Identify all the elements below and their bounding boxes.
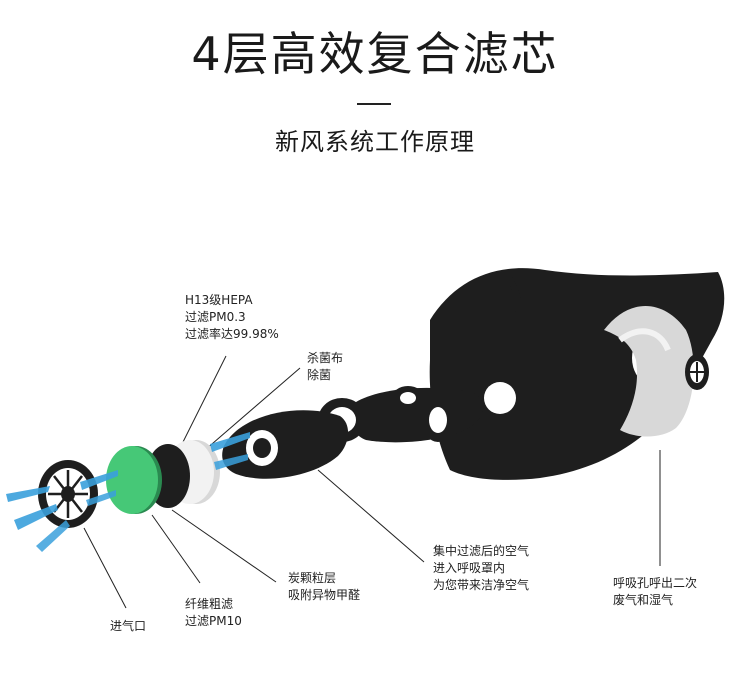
inlet-fan [38, 460, 98, 528]
leader-hepa [179, 355, 227, 449]
leader-carbon [171, 509, 277, 583]
label-antibacterial: 杀菌布 除菌 [307, 351, 344, 382]
airflow-arrows [6, 432, 250, 552]
filter-layers [106, 440, 220, 514]
leader-fiber [151, 514, 201, 584]
page-title: 4层高效复合滤芯 [191, 27, 559, 81]
leader-lines [83, 355, 661, 609]
label-inlet: 进气口 [110, 619, 147, 633]
title-divider [357, 103, 391, 105]
label-carbon: 炭颗粒层 吸附异物甲醛 [288, 571, 361, 602]
label-fiber: 纤维粗滤 过滤PM10 [185, 597, 242, 628]
page-subtitle: 新风系统工作原理 [275, 128, 475, 156]
exhale-valve [604, 305, 709, 437]
label-exhale: 呼吸孔呼出二次 废气和湿气 [613, 576, 698, 607]
filter-housing [222, 410, 349, 479]
leader-antibacterial [204, 367, 301, 451]
leader-concentrate [317, 469, 425, 563]
label-concentrate: 集中过滤后的空气 进入呼吸罩内 为您带来洁净空气 [433, 544, 530, 592]
label-hepa: H13级HEPA 过滤PM0.3 过滤率达99.98% [185, 293, 279, 341]
leader-inlet [83, 527, 127, 609]
